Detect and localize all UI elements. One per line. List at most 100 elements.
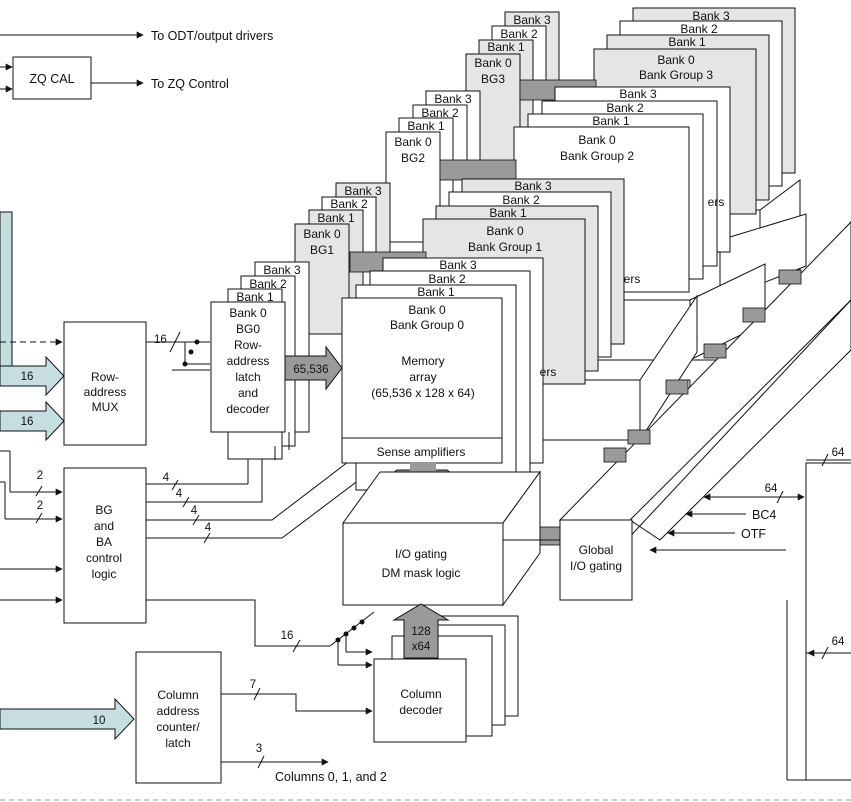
bg2-sense-partial: ers — [708, 195, 725, 209]
slab-bg0 — [519, 294, 698, 442]
bg3s-bank1: Bank 1 — [487, 40, 525, 54]
row-latch-label-4: and — [238, 386, 258, 400]
otf-label: OTF — [741, 527, 766, 541]
zq-cal-label: ZQ CAL — [29, 72, 74, 86]
col-ctr-label-1: Column — [157, 688, 198, 702]
connector-block — [665, 379, 689, 395]
bg1-bank0: Bank 0 — [486, 224, 524, 238]
bg1-bank2: Bank 2 — [502, 193, 540, 207]
teal-arrow-10 — [0, 697, 135, 741]
right-64a-label: 64 — [832, 447, 845, 459]
connector-block — [603, 447, 627, 463]
connector-block — [703, 343, 727, 359]
row-mux-label-1: Row- — [91, 370, 119, 384]
right-64c-slash — [821, 646, 829, 660]
tap-dot — [188, 349, 194, 355]
bg0-bank0: Bank 0 — [408, 303, 446, 317]
to-zq-label: To ZQ Control — [151, 77, 229, 91]
global-io-label-2: I/O gating — [570, 559, 622, 573]
teal-arrow-16a — [0, 355, 65, 397]
bg2-bank2: Bank 2 — [606, 101, 644, 115]
bg2s-bank1: Bank 1 — [407, 119, 445, 133]
row-mux-label-2: address — [84, 385, 127, 399]
right-64a-slash — [821, 453, 829, 467]
bg2s-bank2: Bank 2 — [421, 106, 459, 120]
bg2s-label: BG2 — [401, 151, 425, 165]
bg1s-bank0: Bank 0 — [303, 227, 341, 241]
bg-out-2 — [146, 470, 263, 503]
bg3-bank1: Bank 1 — [668, 35, 706, 49]
bg1s-label: BG1 — [310, 243, 334, 257]
bg0-group-label: Bank Group 0 — [390, 318, 464, 332]
teal-bus-vertical — [0, 211, 13, 373]
bg-4c-label: 4 — [191, 505, 198, 517]
bg2s-bank3: Bank 3 — [434, 92, 472, 106]
col-7-slash — [253, 687, 261, 701]
bg0s-bank3: Bank 3 — [263, 263, 301, 277]
bg-4b-label: 4 — [176, 488, 183, 500]
bg-slash-4 — [203, 532, 211, 544]
bg-ba-control-box — [63, 467, 147, 624]
bg2-group-label: Bank Group 2 — [560, 149, 634, 163]
bg-slash-2 — [182, 496, 190, 508]
col-ctr-label-2: address — [157, 704, 200, 718]
bg-4a-label: 4 — [163, 472, 170, 484]
bg-ba-label-5: logic — [92, 567, 117, 581]
bg1s-bank3: Bank 3 — [344, 184, 382, 198]
sense-io-arrow-top — [410, 462, 436, 472]
bg0-bank2: Bank 2 — [428, 272, 466, 286]
mux-out-label: 16 — [154, 334, 167, 346]
sense-amps-label: Sense amplifiers — [377, 445, 466, 459]
bg2-bank1: Bank 1 — [592, 114, 630, 128]
col-ctr-label-3: counter/ — [156, 720, 200, 734]
memory-label-3: (65,536 x 128 x 64) — [371, 386, 474, 400]
bg1s-bank1: Bank 1 — [317, 211, 355, 225]
bank-group-0-large — [341, 257, 544, 491]
global-io-label-1: Global — [579, 543, 614, 557]
bg0-bank1: Bank 1 — [417, 285, 455, 299]
ctl-slash-1 — [35, 485, 43, 497]
right-64b-slash — [776, 490, 784, 504]
row-mux-label-3: MUX — [92, 400, 119, 414]
bg0s-bank0: Bank 0 — [229, 306, 267, 320]
mux-out-slash — [169, 331, 181, 353]
bg-slash-1 — [171, 479, 179, 491]
bg2-row-bus-arrow — [439, 159, 517, 181]
bg1-sense-partial: ers — [624, 272, 641, 286]
bg3-bank3: Bank 3 — [692, 9, 730, 23]
col-16-slash — [292, 639, 301, 653]
col-16-label: 16 — [281, 630, 294, 642]
row-bus-label: 65,536 — [293, 364, 328, 376]
io-gating-label-2: DM mask logic — [382, 566, 461, 580]
ctl-slash-2 — [35, 512, 43, 524]
connector-block — [778, 269, 802, 285]
connector-block — [627, 429, 651, 445]
right-block — [805, 462, 851, 654]
bg1-bank1: Bank 1 — [489, 206, 527, 220]
col-dec-label-2: decoder — [399, 703, 442, 717]
teal-arrow-16b — [0, 400, 65, 442]
memory-label-1: Memory — [401, 354, 444, 368]
row-latch-label-3: latch — [235, 370, 260, 384]
global-io-gating-box — [559, 519, 633, 601]
diag-bus-slab-side — [629, 299, 851, 541]
bg3s-bank0: Bank 0 — [474, 56, 512, 70]
row-bus-65536-arrow — [284, 345, 343, 391]
bg1-bank3: Bank 3 — [514, 179, 552, 193]
io-x64-label: x64 — [412, 641, 431, 653]
connector-block — [742, 307, 766, 323]
bg2-bank0: Bank 0 — [578, 133, 616, 147]
bg0s-label: BG0 — [236, 322, 260, 336]
bg3s-bank2: Bank 2 — [500, 27, 538, 41]
bg-2b-label: 2 — [37, 500, 43, 512]
bg3-bank0: Bank 0 — [657, 53, 695, 67]
tap-dot — [359, 619, 365, 625]
col-3-label: 3 — [256, 743, 262, 755]
column-address-counter-box — [135, 651, 222, 784]
bg-ba-label-2: and — [94, 519, 114, 533]
col-3-slash — [257, 755, 265, 769]
memory-label-2: array — [409, 370, 436, 384]
bc4-label: BC4 — [752, 508, 776, 522]
col-16-bus — [146, 599, 330, 647]
